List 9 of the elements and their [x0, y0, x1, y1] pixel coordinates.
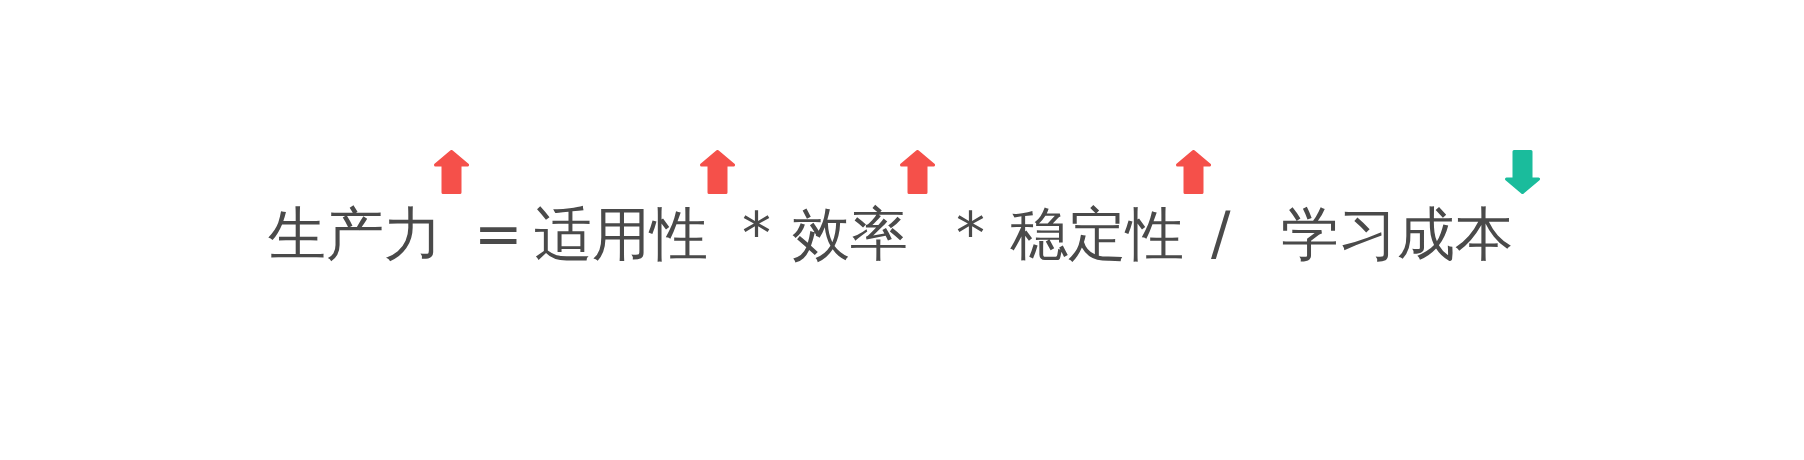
division-sign: / — [1211, 205, 1231, 263]
equals-sign: = — [474, 205, 523, 263]
formula-term: 学习成本 — [1281, 205, 1513, 263]
multiplication-sign: * — [956, 205, 985, 263]
formula-term: 适用性 — [534, 205, 708, 263]
formula-term: 稳定性 — [1010, 205, 1184, 263]
formula-term: 生产力 — [268, 205, 442, 263]
multiplication-sign: * — [742, 205, 771, 263]
formula-term: 效率 — [792, 205, 908, 263]
